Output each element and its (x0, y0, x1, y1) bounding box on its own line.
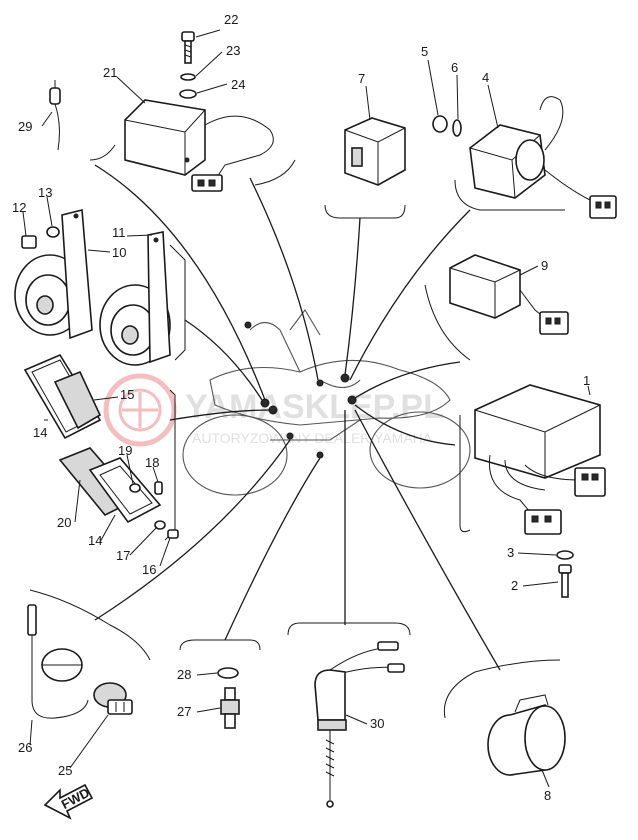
motorcycle-outline (182, 309, 471, 496)
part-18-screw (154, 481, 163, 495)
callout-14-upper: 14 (33, 425, 47, 440)
group-frames (29, 144, 565, 719)
part-3-washer (556, 550, 574, 560)
leader-lines (94, 164, 501, 671)
callout-6: 6 (451, 60, 458, 75)
callout-23: 23 (226, 43, 240, 58)
callout-5: 5 (421, 44, 428, 59)
part-9-unit (449, 254, 569, 335)
part-1-control-unit (474, 384, 606, 535)
callout-16: 16 (142, 562, 156, 577)
part-25-sensor (93, 682, 133, 715)
part-30-cap (314, 641, 405, 808)
callout-18: 18 (145, 455, 159, 470)
fwd-arrow: FWD (43, 783, 94, 820)
part-27-plug (220, 687, 240, 729)
callout-leaders (22, 29, 591, 788)
part-7-relay (344, 117, 406, 186)
part-15-light (53, 370, 102, 430)
callout-9: 9 (541, 258, 548, 273)
part-29-lead (49, 80, 61, 151)
callout-4: 4 (482, 70, 489, 85)
part-11-horn (99, 231, 171, 366)
callout-2: 2 (511, 578, 518, 593)
callout-21: 21 (103, 65, 117, 80)
part-19-grommet (129, 483, 141, 493)
callout-7: 7 (358, 71, 365, 86)
callout-8: 8 (544, 788, 551, 803)
part-2-bolt (558, 564, 572, 598)
callout-20: 20 (57, 515, 71, 530)
part-12-bolt (21, 235, 37, 249)
callout-27: 27 (177, 704, 191, 719)
callout-13: 13 (38, 185, 52, 200)
part-8-unit (487, 694, 566, 776)
callout-22: 22 (224, 12, 238, 27)
callout-25: 25 (58, 763, 72, 778)
part-6-washer (452, 119, 462, 137)
part-5-nut (432, 115, 448, 133)
callout-12: 12 (12, 200, 26, 215)
part-22-bolt (181, 31, 195, 64)
part-28-washer (217, 667, 239, 679)
callout-26: 26 (18, 740, 32, 755)
callout-3: 3 (507, 545, 514, 560)
callouts: 22 23 24 21 29 7 5 6 4 13 12 11 10 9 15 … (12, 12, 590, 803)
watermark-tagline: AUTORYZOWANY DEALER YAMAHA (192, 430, 433, 446)
part-14-lens-lower (88, 457, 162, 524)
callout-28: 28 (177, 667, 191, 682)
callout-10: 10 (112, 245, 126, 260)
callout-29: 29 (18, 119, 32, 134)
part-26-switch (27, 604, 89, 719)
part-21-relay (124, 99, 274, 192)
part-10-horn (14, 208, 93, 340)
fwd-label: FWD (59, 785, 92, 812)
callout-19: 19 (118, 443, 132, 458)
part-23-washer (180, 73, 196, 81)
part-13-nut (46, 226, 60, 238)
callout-24: 24 (231, 77, 245, 92)
part-17-washer (154, 520, 166, 530)
callout-15: 15 (120, 387, 134, 402)
watermark-brand: YAMASKLEP.PL (185, 388, 444, 426)
part-16-screw (167, 529, 179, 539)
callout-30: 30 (370, 716, 384, 731)
callout-1: 1 (583, 373, 590, 388)
callout-14-lower: 14 (88, 533, 102, 548)
callout-17: 17 (116, 548, 130, 563)
callout-11: 11 (112, 225, 126, 240)
part-4-unit (469, 96, 617, 219)
part-24-washer (179, 89, 197, 99)
